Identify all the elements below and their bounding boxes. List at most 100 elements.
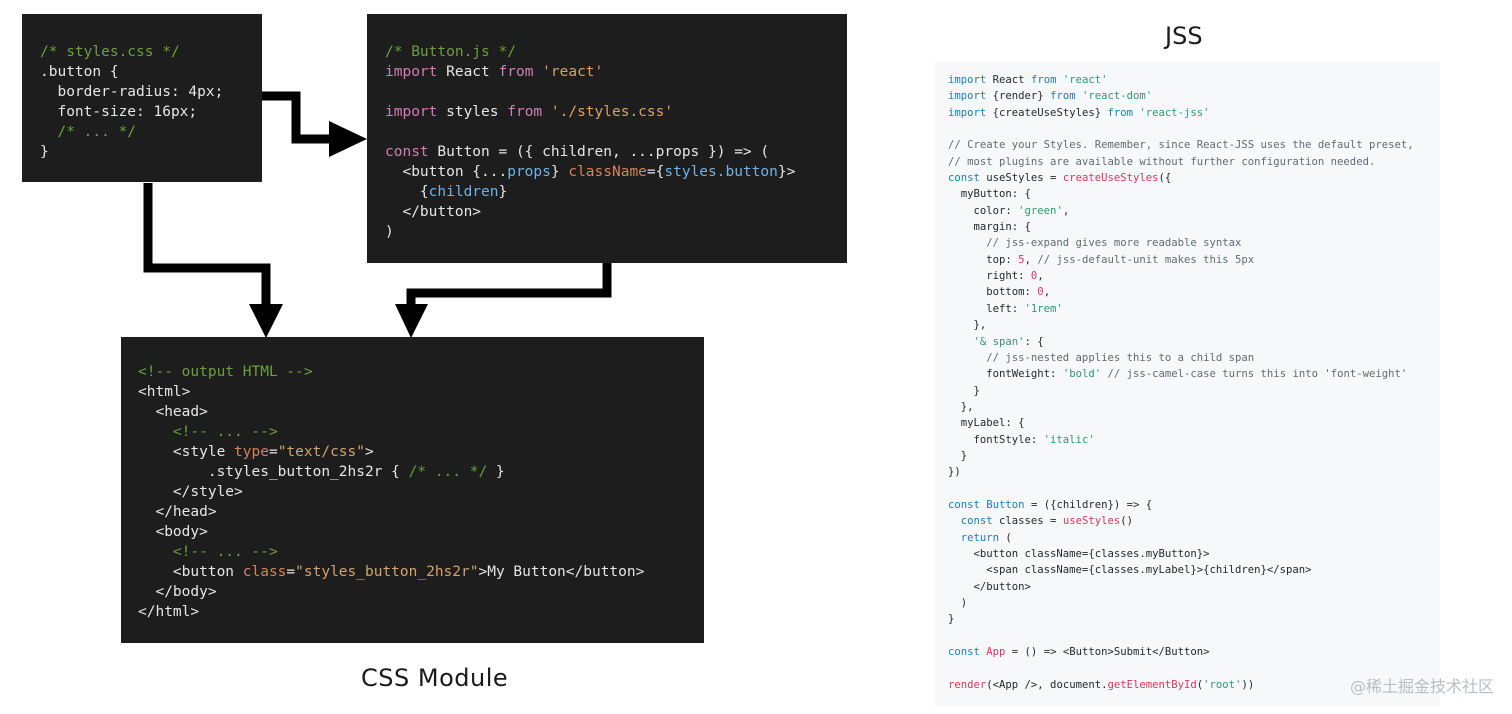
code-token: ): [385, 224, 394, 240]
code-token: .styles_button_2hs2r {: [138, 464, 409, 480]
code-token: props: [507, 164, 551, 180]
code-token: <button className={classes.myButton}>: [948, 547, 1210, 560]
code-token: class: [242, 564, 287, 580]
arrow-styles-to-button: [261, 91, 330, 144]
code-token: }>: [777, 164, 796, 180]
code-token: right:: [948, 270, 1031, 283]
code-token: <button {...: [385, 164, 508, 180]
code-token: "styles_button_2hs2r": [295, 564, 479, 580]
code-line: // Create your Styles. Remember, since R…: [948, 137, 1440, 153]
code-line: myLabel: {: [948, 415, 1440, 431]
code-line: /* Button.js */: [385, 42, 847, 62]
code-line: </style>: [138, 482, 704, 502]
code-token: 'bold': [1062, 368, 1102, 381]
code-line: import styles from './styles.css': [385, 102, 847, 122]
code-line: },: [948, 317, 1440, 333]
code-line: <button {...props} className={styles.but…: [385, 162, 847, 182]
code-token: '1rem': [1024, 302, 1063, 315]
code-line: margin: {: [948, 219, 1440, 235]
code-token: const: [385, 144, 429, 160]
code-token: myButton: {: [948, 188, 1031, 201]
code-line: myButton: {: [948, 186, 1440, 202]
code-line: }: [40, 142, 262, 162]
code-line: <head>: [138, 402, 704, 422]
code-token: // jss-default-unit makes this 5px: [1037, 253, 1255, 266]
code-token: myLabel: {: [948, 417, 1025, 430]
code-line: const Button = ({ children, ...props }) …: [385, 142, 847, 162]
code-token: }: [948, 613, 955, 626]
code-token: )): [1241, 678, 1255, 691]
code-token: React: [437, 64, 499, 80]
code-line: }: [948, 448, 1440, 464]
jss-caption: JSS: [1165, 22, 1203, 50]
code-token: const: [948, 646, 980, 659]
code-token: ={: [646, 164, 665, 180]
code-token: children: [428, 184, 499, 200]
code-token: ({: [1158, 172, 1172, 185]
arrowhead-right: [329, 121, 367, 157]
code-token: <button: [138, 564, 243, 580]
code-line: '& span': {: [948, 334, 1440, 350]
code-line: .styles_button_2hs2r { /* ... */ }: [138, 462, 704, 482]
code-line: /* ... */: [40, 122, 262, 142]
code-line: [948, 121, 1440, 137]
code-token: 'green': [1018, 204, 1063, 217]
code-token: =: [268, 444, 278, 460]
code-token: type: [234, 444, 269, 460]
code-token: </button>: [948, 580, 1031, 593]
button-js-code: /* Button.js */import React from 'react'…: [385, 42, 847, 242]
code-line: [948, 481, 1440, 497]
output-html-code: <!-- output HTML --><html> <head> <!-- .…: [138, 362, 704, 622]
code-token: <style: [138, 444, 235, 460]
code-line: <span className={classes.myLabel}>{child…: [948, 562, 1440, 578]
code-line: const classes = useStyles(): [948, 513, 1440, 529]
code-line: <!-- ... -->: [138, 422, 704, 442]
code-token: }: [550, 164, 569, 180]
code-line: <html>: [138, 382, 704, 402]
code-line: <!-- ... -->: [138, 542, 704, 562]
code-token: {createUseStyles}: [986, 106, 1108, 119]
code-token: </body>: [138, 584, 217, 600]
code-token: 'react': [1056, 74, 1108, 86]
code-token: <head>: [138, 404, 208, 420]
code-line: // most plugins are available without fu…: [948, 154, 1440, 170]
code-token: : {: [1024, 335, 1044, 348]
code-token: =: [286, 564, 296, 580]
styles-css-code: /* styles.css */.button { border-radius:…: [40, 42, 262, 162]
code-token: '& span': [973, 335, 1025, 348]
code-token: },: [948, 400, 974, 413]
code-line: const Button = ({children}) => {: [948, 497, 1440, 513]
jss-code-panel: import React from 'react'import {render}…: [935, 62, 1440, 706]
code-line: // jss-expand gives more readable syntax: [948, 235, 1440, 251]
code-token: return: [960, 531, 1000, 544]
code-token: </html>: [138, 604, 200, 620]
code-line: },: [948, 399, 1440, 415]
code-token: ,: [1062, 204, 1070, 217]
code-token: left:: [948, 302, 1025, 315]
code-line: import React from 'react': [948, 72, 1440, 88]
code-token: (<App />, document.: [986, 678, 1108, 691]
code-token: from: [1050, 90, 1076, 103]
code-token: {: [385, 184, 429, 200]
code-token: /* styles.css */: [40, 44, 180, 60]
code-line: return (: [948, 530, 1440, 546]
arrow-button-to-output: [406, 263, 612, 306]
code-token: </head>: [138, 504, 217, 520]
code-token: // most plugins are available without fu…: [948, 155, 1376, 168]
code-token: // jss-camel-case turns this into 'font-…: [1107, 368, 1408, 381]
code-token: 'react-jss': [1132, 106, 1210, 119]
styles-css-box: /* styles.css */.button { border-radius:…: [22, 14, 262, 182]
code-line: render(<App />, document.getElementById(…: [948, 677, 1440, 693]
css-module-caption: CSS Module: [361, 664, 509, 692]
code-line: color: 'green',: [948, 203, 1440, 219]
code-line: <button className={classes.myButton}>: [948, 546, 1440, 562]
code-token: font-size: 16px;: [40, 104, 198, 120]
code-line: import {render} from 'react-dom': [948, 88, 1440, 104]
code-line: </head>: [138, 502, 704, 522]
code-line: }): [948, 464, 1440, 480]
code-token: fontWeight:: [948, 368, 1063, 381]
code-token: color:: [948, 204, 1019, 217]
code-line: }: [948, 383, 1440, 399]
code-token: getElementById: [1107, 678, 1197, 691]
code-token: bottom:: [948, 286, 1038, 299]
